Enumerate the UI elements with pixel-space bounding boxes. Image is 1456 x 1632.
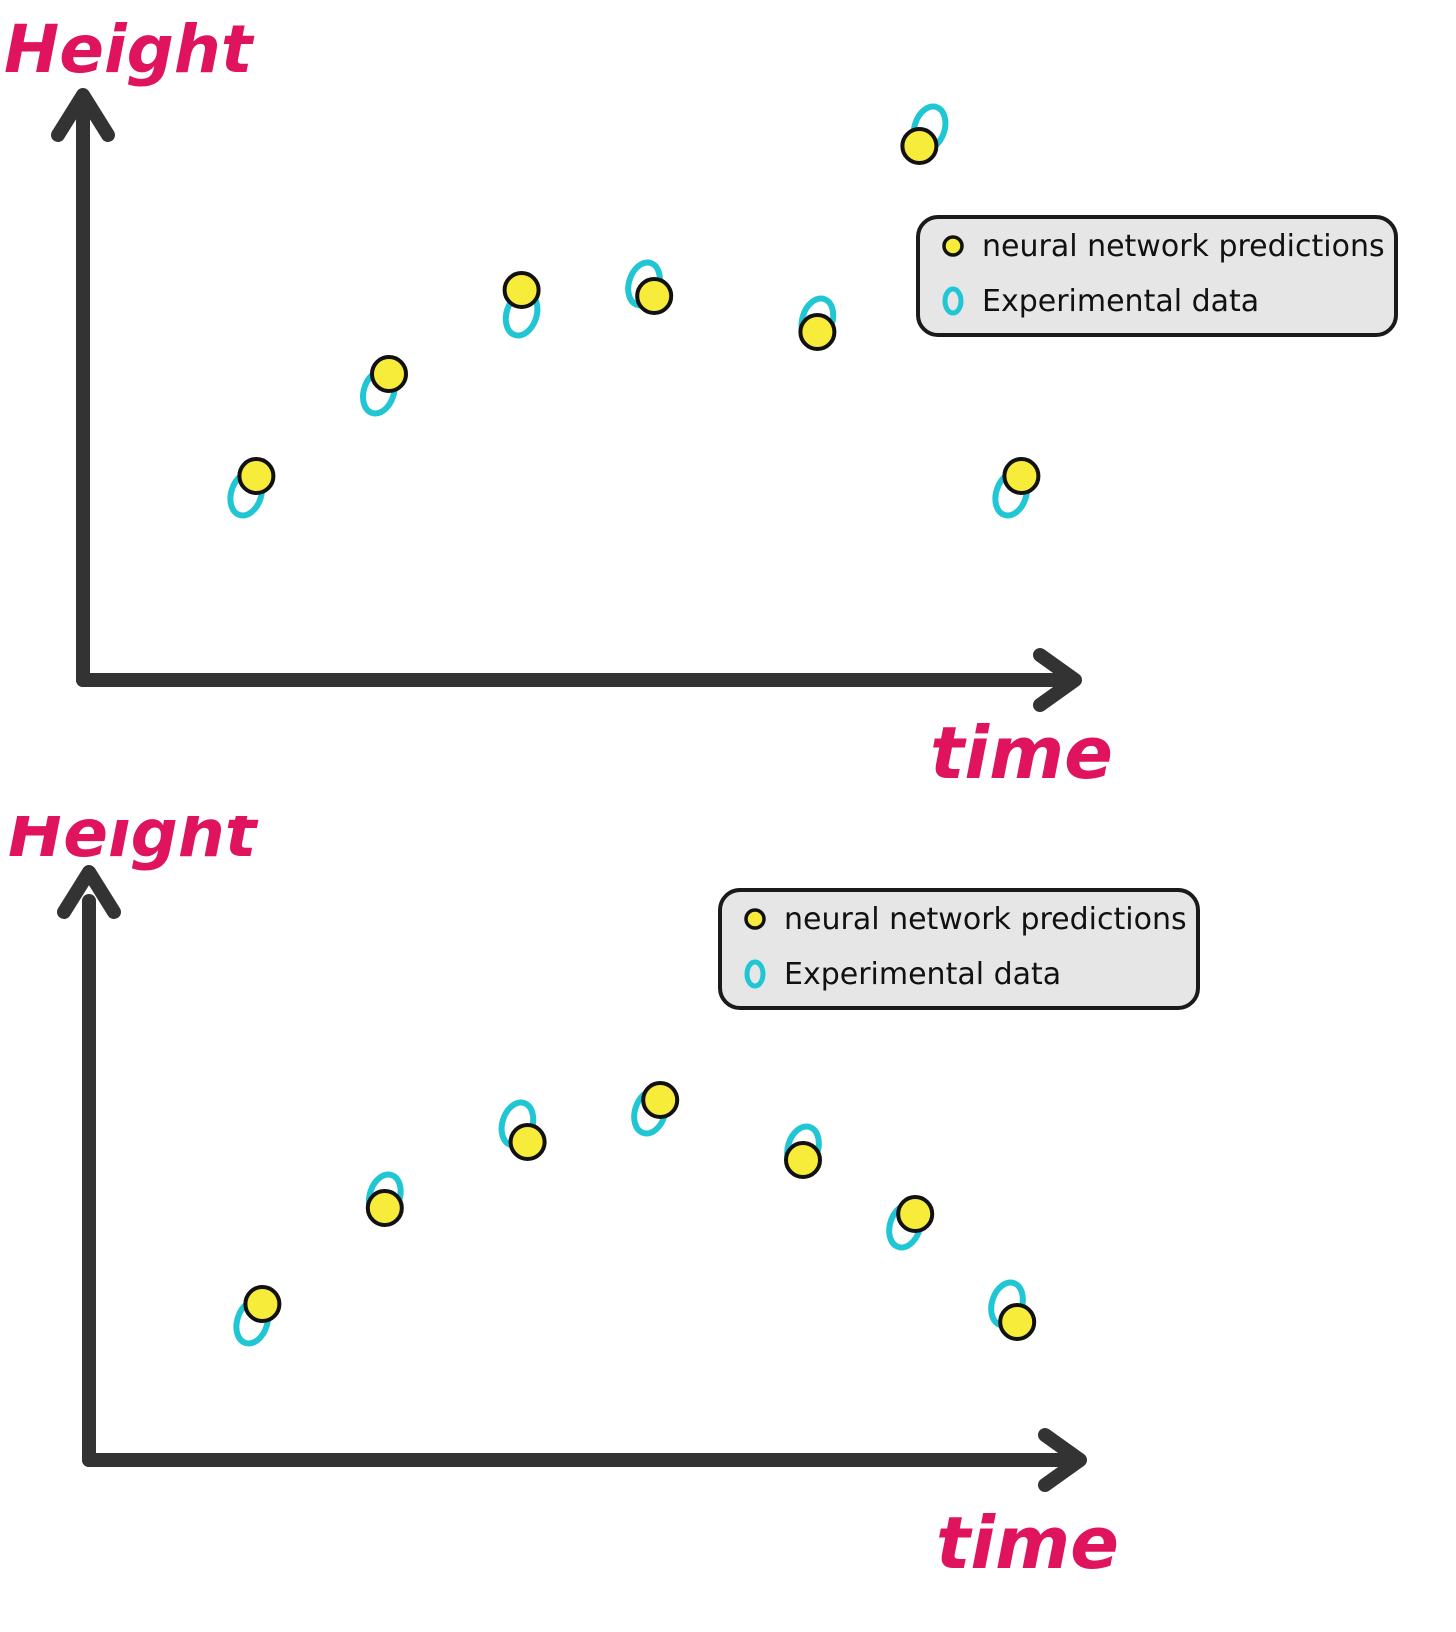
legend: neural network predictions Experimental …	[916, 215, 1398, 337]
prediction-data-point	[784, 1141, 822, 1179]
legend-experimental-marker	[744, 959, 766, 989]
prediction-data-point	[1002, 457, 1041, 495]
legend-prediction-label: neural network predictions	[784, 902, 1187, 937]
x-axis-arrowhead	[1033, 648, 1082, 712]
prediction-data-point	[502, 271, 541, 309]
prediction-data-point	[243, 1285, 282, 1323]
legend-experimental-marker	[942, 286, 964, 316]
x-axis	[82, 1428, 1087, 1492]
chart-bottom: Height time neural network predictions E…	[0, 816, 1456, 1632]
legend-prediction-marker	[942, 235, 964, 257]
x-axis-arrowhead	[1038, 1428, 1087, 1492]
legend-experimental-label: Experimental data	[982, 284, 1259, 319]
prediction-data-point	[370, 355, 408, 393]
prediction-data-point	[237, 457, 276, 495]
prediction-data-point	[900, 127, 939, 165]
legend-box	[718, 888, 1200, 1010]
plot-points	[227, 103, 1041, 519]
y-axis-arrowhead	[51, 88, 115, 142]
y-axis	[51, 88, 115, 687]
legend-prediction-label: neural network predictions	[982, 229, 1385, 264]
legend-prediction-marker	[744, 908, 766, 930]
y-axis-label: Height	[8, 816, 259, 872]
prediction-data-point	[998, 1303, 1037, 1341]
prediction-data-point	[798, 313, 837, 351]
prediction-data-point	[508, 1123, 547, 1161]
prediction-data-point	[896, 1195, 935, 1233]
x-axis-label: time	[930, 711, 1113, 795]
chart-top-svg: Height time neural network predictions E…	[4, 11, 1398, 795]
x-axis-label: time	[936, 1501, 1119, 1585]
chart-bottom-svg: Height time neural network predictions E…	[8, 816, 1200, 1585]
legend-box	[916, 215, 1398, 337]
prediction-data-point	[365, 1189, 404, 1227]
prediction-data-point	[635, 277, 674, 315]
plot-points	[233, 1081, 1037, 1347]
y-axis-arrowhead	[57, 865, 121, 919]
x-axis	[76, 648, 1082, 712]
legend: neural network predictions Experimental …	[718, 888, 1200, 1010]
y-axis-label: Height	[4, 11, 255, 88]
chart-top: Height time neural network predictions E…	[4, 11, 1398, 795]
y-axis	[57, 865, 121, 1467]
prediction-data-point	[641, 1081, 680, 1119]
legend-experimental-label: Experimental data	[784, 957, 1061, 992]
